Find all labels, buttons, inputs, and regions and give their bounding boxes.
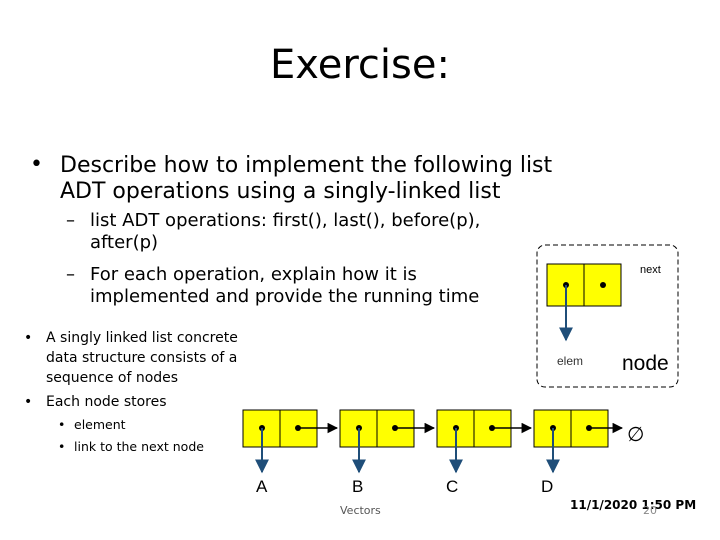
- legend-node: [546, 263, 622, 342]
- list-node-4: [533, 409, 624, 474]
- node-dashed-box: [536, 244, 679, 388]
- footer-date: 11/1/2020 1:50 PM: [570, 498, 697, 512]
- tiny-bullet-2-text: link to the next node: [74, 439, 204, 454]
- slide-title: Exercise:: [270, 42, 450, 88]
- dash: –: [66, 210, 75, 231]
- sub-bullet-2-text: For each operation, explain how it is im…: [90, 264, 480, 307]
- small-bullet-1: • A singly linked list concrete data str…: [24, 328, 269, 388]
- element-label-a: A: [256, 477, 268, 496]
- list-node-2: [339, 409, 436, 474]
- sub-bullet-1-text: list ADT operations: first(), last(), be…: [90, 210, 481, 253]
- list-node-3: [436, 409, 533, 474]
- null-symbol: ∅: [627, 424, 644, 446]
- list-node-1: [242, 409, 339, 474]
- sub-bullet-2: – For each operation, explain how it is …: [66, 264, 526, 308]
- main-bullet: • Describe how to implement the followin…: [30, 152, 554, 205]
- tiny-bullet-1-text: element: [74, 417, 126, 432]
- small-bullet-1-text: A singly linked list concrete data struc…: [46, 330, 238, 386]
- bullet-dot: •: [58, 417, 66, 432]
- elem-label: elem: [557, 354, 583, 368]
- bullet-dot: •: [24, 330, 33, 346]
- footer-page-number: 20: [643, 504, 657, 517]
- bullet-dot: •: [24, 394, 33, 410]
- main-bullet-text: Describe how to implement the following …: [60, 153, 553, 204]
- tiny-bullet-1: • element: [58, 414, 258, 436]
- dash: –: [66, 264, 75, 285]
- element-label-c: C: [446, 477, 458, 496]
- bullet-dot: •: [58, 439, 66, 454]
- footer-title: Vectors: [340, 504, 381, 517]
- legend-next-dot: [600, 282, 606, 288]
- small-bullet-2-text: Each node stores: [46, 394, 167, 410]
- bullet-dot: •: [30, 152, 43, 177]
- next-label: next: [640, 264, 661, 276]
- element-label-d: D: [541, 477, 553, 496]
- tiny-bullet-2: • link to the next node: [58, 436, 258, 458]
- node-label: node: [622, 352, 669, 375]
- element-label-b: B: [352, 477, 363, 496]
- small-bullet-2: • Each node stores: [24, 392, 269, 412]
- sub-bullet-1: – list ADT operations: first(), last(), …: [66, 210, 526, 254]
